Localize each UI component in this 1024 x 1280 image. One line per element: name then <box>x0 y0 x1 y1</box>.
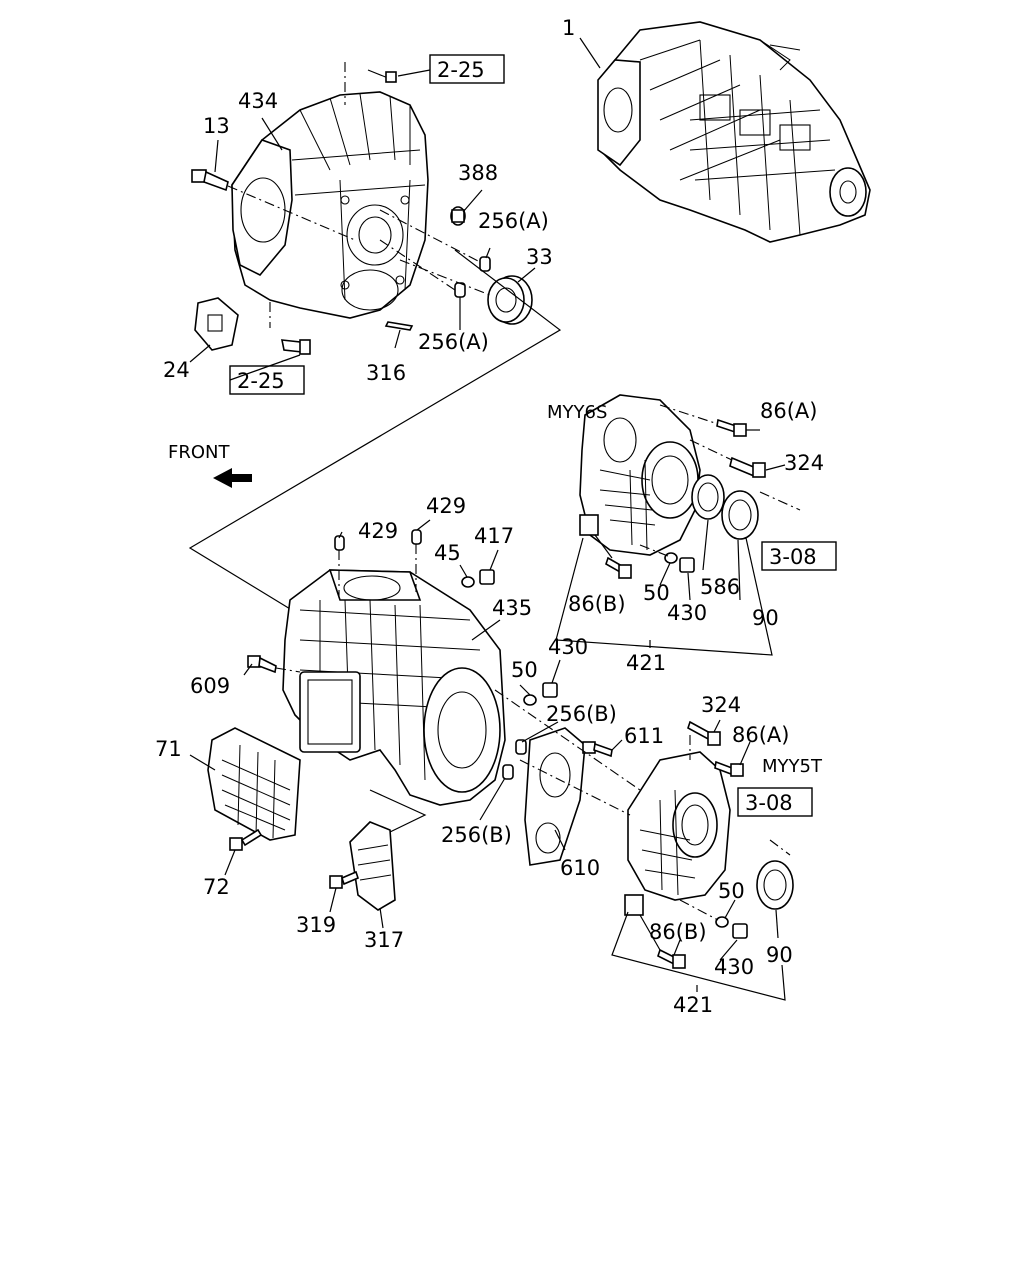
seal-90-5t-illustration <box>756 860 794 910</box>
cover-24-illustration <box>194 297 239 351</box>
label-50-5t: 50 <box>718 879 745 903</box>
label-434: 434 <box>238 89 278 113</box>
bolt-2-25-lower-illustration <box>281 339 311 355</box>
front-arrow-icon <box>213 468 252 488</box>
o-ring-50-mid-illustration <box>523 694 537 706</box>
dowel-pin-256a-upper-illustration <box>479 256 491 272</box>
label-ref-2-25-bottom: 2-25 <box>237 369 285 393</box>
bolt-319-illustration <box>329 870 359 889</box>
ref-box-3-08-5t <box>737 787 813 817</box>
label-256b-bottom: 256(B) <box>441 823 512 847</box>
label-1: 1 <box>562 16 575 40</box>
bolt-2-25-upper-illustration <box>367 69 397 83</box>
label-45: 45 <box>434 541 461 565</box>
bolt-611-illustration <box>582 741 613 758</box>
label-324-5t: 324 <box>701 693 741 717</box>
label-front: FRONT <box>168 442 230 463</box>
clutch-housing-illustration <box>231 91 429 319</box>
bolt-86a-5t-illustration <box>714 760 744 777</box>
seal-90-6s-illustration <box>721 490 759 540</box>
label-430-mid: 430 <box>548 635 588 659</box>
label-611: 611 <box>624 724 664 748</box>
dowel-pin-256b-upper-illustration <box>515 739 527 755</box>
cover-317-illustration <box>349 821 396 911</box>
label-90-6s: 90 <box>752 606 779 630</box>
plug-417-illustration <box>479 569 495 585</box>
clip-316-illustration <box>384 321 414 331</box>
label-71: 71 <box>155 737 182 761</box>
bushing-388-illustration <box>450 206 466 226</box>
label-ref-3-08-5t: 3-08 <box>745 791 793 815</box>
label-421-5t: 421 <box>673 993 713 1017</box>
label-33: 33 <box>526 245 553 269</box>
bolt-324-6s-illustration <box>729 456 766 478</box>
label-319: 319 <box>296 913 336 937</box>
label-435: 435 <box>492 596 532 620</box>
plug-430-mid-illustration <box>542 682 558 698</box>
label-429-a: 429 <box>358 519 398 543</box>
label-13: 13 <box>203 114 230 138</box>
side-cover-71-illustration <box>207 727 301 841</box>
ref-box-2-25-bottom <box>229 365 305 395</box>
label-50-6s: 50 <box>643 581 670 605</box>
ref-box-3-08-6s <box>761 541 837 571</box>
label-ref-3-08-6s: 3-08 <box>769 545 817 569</box>
ref-box-2-25-top <box>429 54 505 84</box>
dowel-pin-256b-lower-illustration <box>502 764 514 780</box>
label-myy6s: MYY6S <box>547 402 607 423</box>
gasket-610-illustration <box>524 727 586 866</box>
label-324-6s: 324 <box>784 451 824 475</box>
label-429-b: 429 <box>426 494 466 518</box>
plug-430-5t-illustration <box>732 923 748 939</box>
main-case-435-illustration <box>282 569 506 806</box>
label-256a-bottom: 256(A) <box>418 330 489 354</box>
label-24: 24 <box>163 358 190 382</box>
label-myy5t: MYY5T <box>762 756 823 777</box>
bolt-324-5t-illustration <box>687 720 721 746</box>
label-430-5t: 430 <box>714 955 754 979</box>
label-610: 610 <box>560 856 600 880</box>
label-86b-5t: 86(B) <box>649 920 707 944</box>
o-ring-45-illustration <box>461 576 475 588</box>
label-256a-top: 256(A) <box>478 209 549 233</box>
label-86a-6s: 86(A) <box>760 399 817 423</box>
label-586: 586 <box>700 575 740 599</box>
bolt-86b-5t-illustration <box>657 948 686 969</box>
label-430-6s: 430 <box>667 601 707 625</box>
bolt-72-illustration <box>229 828 263 851</box>
bolt-13-illustration <box>191 169 356 241</box>
label-316: 316 <box>366 361 406 385</box>
bolt-86a-6s-illustration <box>716 418 747 437</box>
rear-housing-myy6s-illustration <box>579 394 701 556</box>
pin-429-right-illustration <box>411 529 422 545</box>
plug-430-6s-illustration <box>679 557 695 573</box>
o-ring-50-5t-illustration <box>715 916 729 928</box>
label-86b-6s: 86(B) <box>568 592 626 616</box>
o-ring-50-6s-illustration <box>664 552 678 564</box>
label-317: 317 <box>364 928 404 952</box>
label-609: 609 <box>190 674 230 698</box>
bolt-86b-6s-illustration <box>605 556 632 579</box>
label-86a-5t: 86(A) <box>732 723 789 747</box>
transmission-assembly-illustration <box>597 21 871 243</box>
oil-seal-33-illustration <box>487 275 533 325</box>
label-388: 388 <box>458 161 498 185</box>
bolt-609-illustration <box>247 655 277 674</box>
label-50-mid: 50 <box>511 658 538 682</box>
rear-housing-myy5t-illustration <box>624 751 731 916</box>
label-256b-top: 256(B) <box>546 702 617 726</box>
label-ref-2-25-top: 2-25 <box>437 58 485 82</box>
seal-586-illustration <box>691 474 725 520</box>
label-72: 72 <box>203 875 230 899</box>
label-421-6s: 421 <box>626 651 666 675</box>
label-90-5t: 90 <box>766 943 793 967</box>
label-417: 417 <box>474 524 514 548</box>
